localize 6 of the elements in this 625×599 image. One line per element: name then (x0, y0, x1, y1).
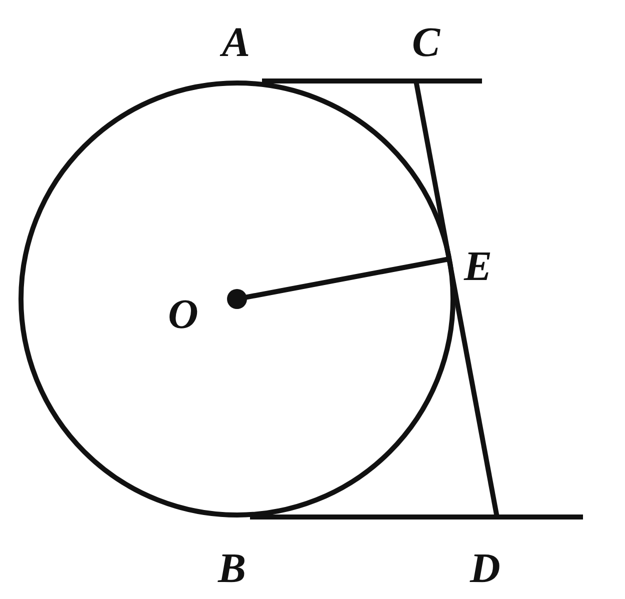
point-label: O (168, 294, 198, 336)
point-label: D (470, 548, 500, 590)
point-label: E (464, 246, 492, 288)
point-label: B (218, 548, 246, 590)
point-label: C (412, 22, 440, 64)
point-label: A (222, 22, 250, 64)
